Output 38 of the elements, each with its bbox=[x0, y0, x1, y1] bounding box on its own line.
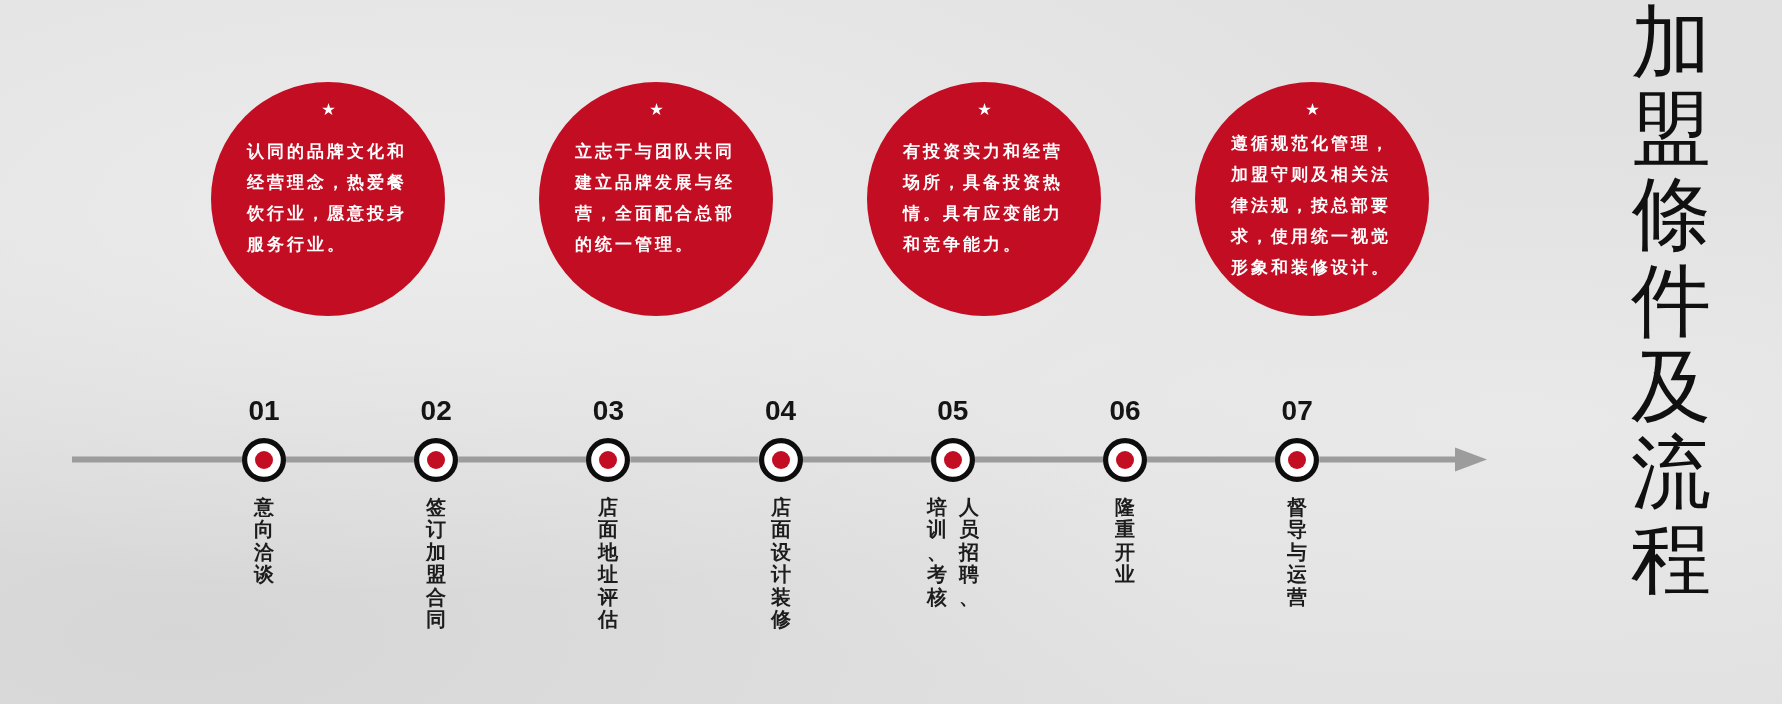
timeline-marker bbox=[930, 437, 975, 482]
timeline-marker bbox=[586, 437, 631, 482]
condition-circle bbox=[539, 82, 773, 316]
timeline-line bbox=[72, 456, 242, 463]
timeline-arrow bbox=[1319, 447, 1487, 472]
condition-circle bbox=[211, 82, 445, 316]
step-number: 02 bbox=[419, 396, 453, 425]
timeline-marker bbox=[414, 437, 459, 482]
vertical-title: 加盟條件及流程 bbox=[1630, 0, 1712, 602]
timeline-marker bbox=[1275, 437, 1320, 482]
timeline-line bbox=[1147, 456, 1276, 463]
step-label: 隆重开业 bbox=[1114, 495, 1136, 586]
condition-text: 认同的品牌文化和经营理念，热爱餐饮行业，愿意投身服务行业。 bbox=[247, 140, 408, 256]
step-number: 06 bbox=[1108, 396, 1142, 425]
timeline-line bbox=[458, 456, 587, 463]
timeline-line bbox=[802, 456, 931, 463]
step-number: 01 bbox=[247, 396, 281, 425]
timeline-marker bbox=[1103, 437, 1147, 482]
step-label: 店面地址评估 bbox=[596, 495, 620, 631]
step-number: 05 bbox=[936, 396, 970, 425]
step-label: 签订加盟合同 bbox=[424, 495, 448, 631]
condition-text: 立志于与团队共同建立品牌发展与经营，全面配合总部的统一管理。 bbox=[575, 140, 736, 256]
timeline-line bbox=[630, 456, 759, 463]
condition-text: 遵循规范化管理，加盟守则及相关法律法规，按总部要求，使用统一视觉形象和装修设计。 bbox=[1231, 132, 1392, 279]
timeline-marker bbox=[242, 437, 286, 482]
condition-text: 有投资实力和经营场所，具备投资热情。具有应变能力和竞争能力。 bbox=[903, 140, 1064, 256]
timeline-line bbox=[974, 456, 1103, 463]
condition-circle bbox=[1195, 82, 1429, 316]
step-label: 人员招聘、培训、考核 bbox=[925, 495, 980, 609]
step-number: 03 bbox=[591, 396, 625, 425]
step-number: 04 bbox=[764, 396, 798, 425]
step-label: 意向洽谈 bbox=[252, 495, 275, 586]
step-label: 店面设计装修 bbox=[769, 495, 792, 631]
step-number: 07 bbox=[1280, 396, 1314, 425]
step-label: 督导与运营 bbox=[1286, 495, 1309, 608]
condition-circle bbox=[867, 82, 1101, 316]
timeline-marker bbox=[758, 437, 803, 482]
timeline-line bbox=[286, 456, 415, 463]
